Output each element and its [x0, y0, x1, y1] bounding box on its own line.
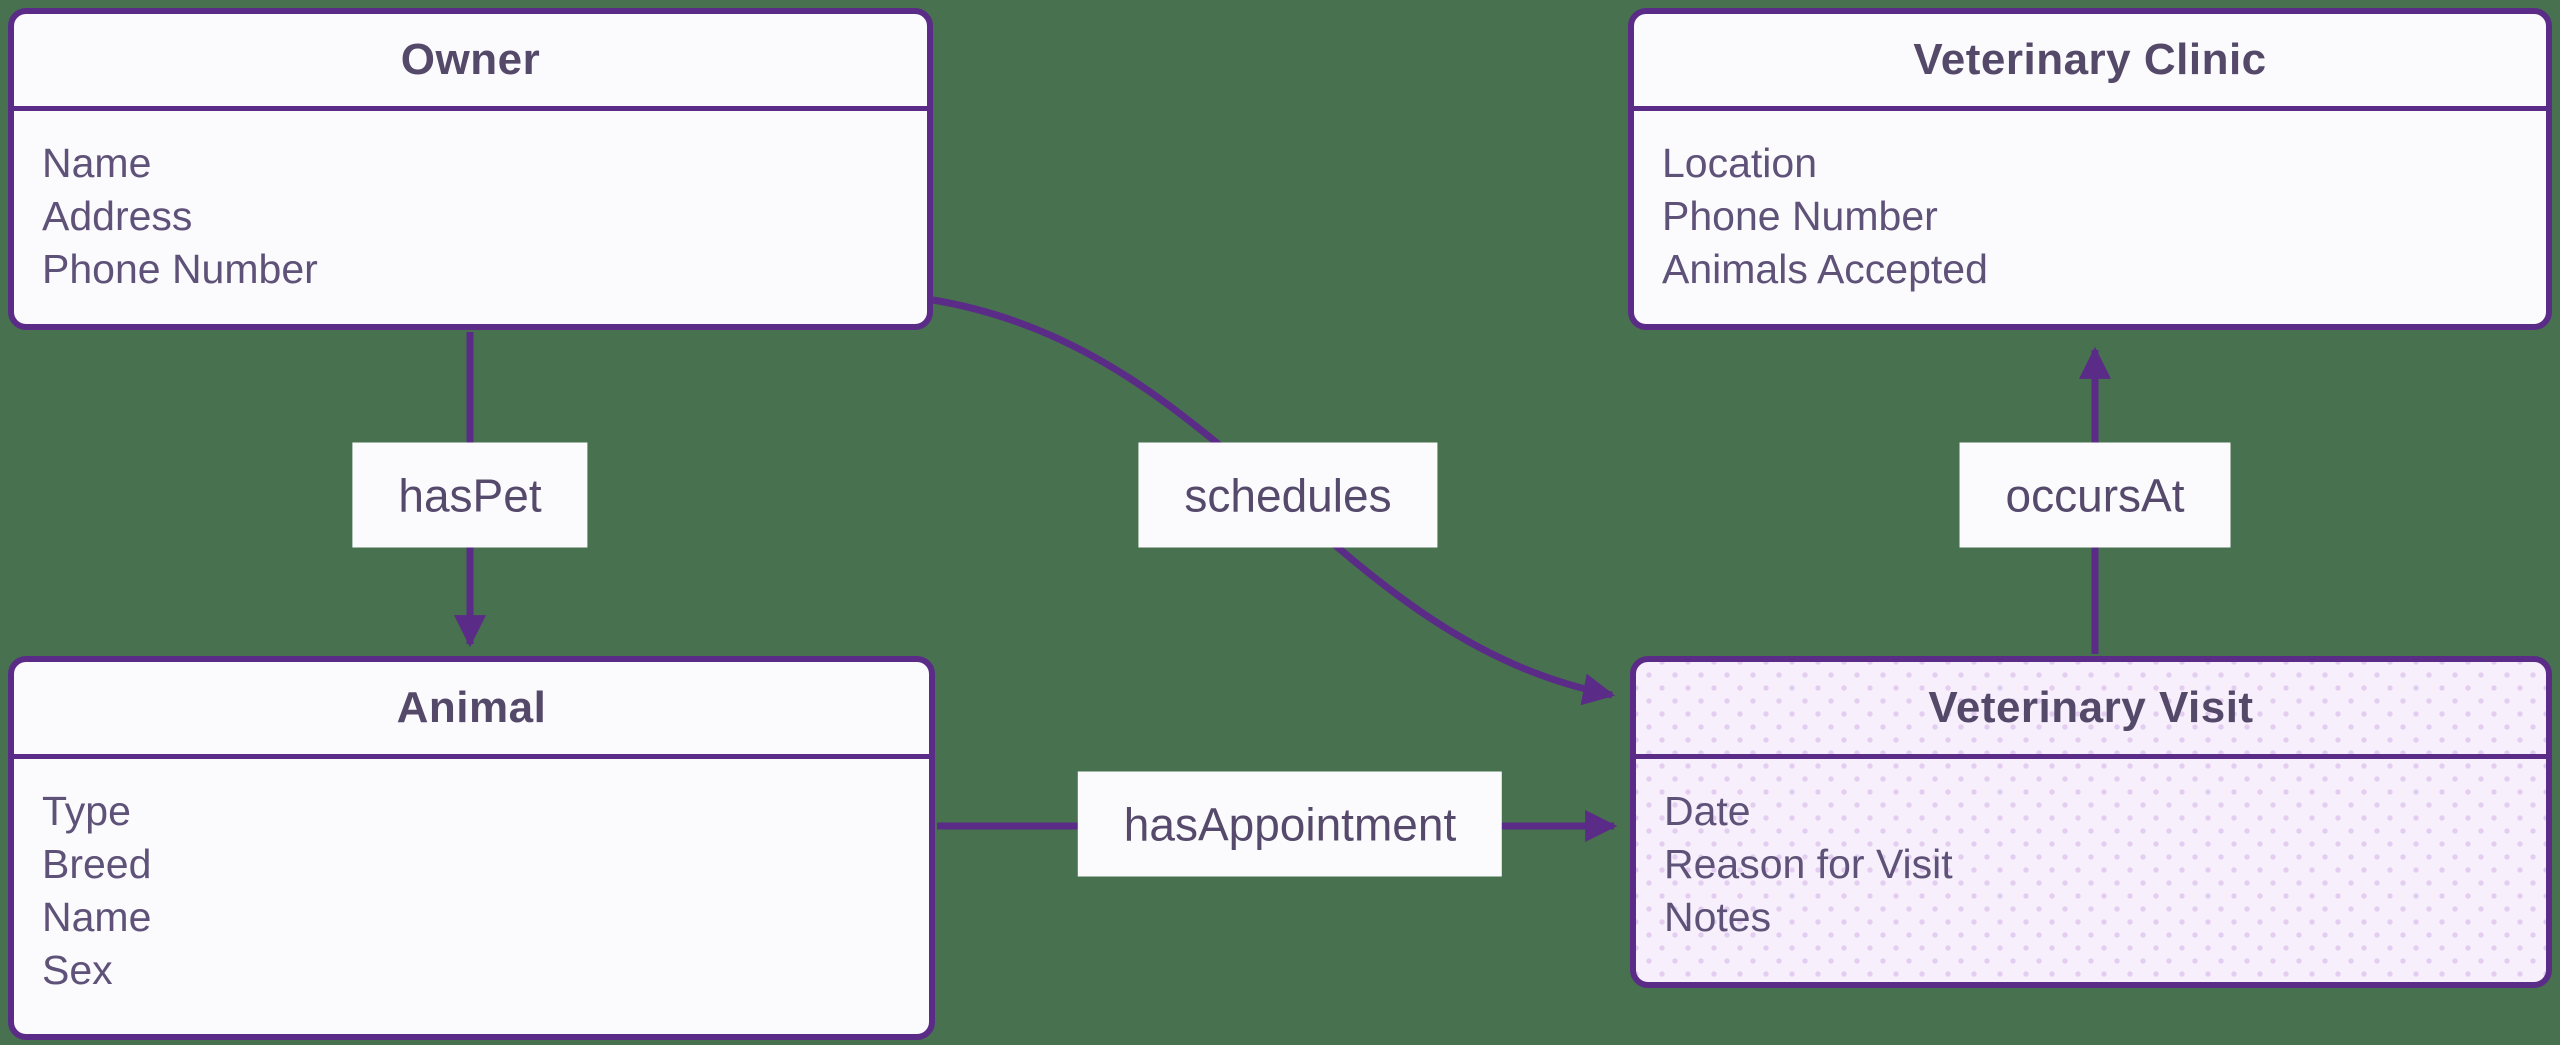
attribute: Sex [42, 947, 113, 993]
attribute: Location [1662, 140, 1818, 186]
entity-animal[interactable]: Animal Type Breed Name Sex [8, 656, 935, 1040]
attribute: Name [42, 140, 152, 186]
entity-owner[interactable]: Owner Name Address Phone Number [8, 8, 933, 330]
attribute: Phone Number [42, 246, 318, 292]
entity-veterinary-clinic-body: Location Phone Number Animals Accepted [1634, 111, 2546, 296]
entity-owner-header: Owner [14, 14, 927, 111]
attribute: Name [42, 894, 152, 940]
attribute: Phone Number [1662, 193, 1938, 239]
attribute: Notes [1664, 894, 1772, 940]
entity-veterinary-clinic[interactable]: Veterinary Clinic Location Phone Number … [1628, 8, 2552, 330]
attribute: Address [42, 193, 193, 239]
relationship-label-occursat[interactable]: occursAt [1959, 442, 2231, 548]
entity-owner-body: Name Address Phone Number [14, 111, 927, 296]
entity-veterinary-clinic-title: Veterinary Clinic [1913, 35, 2267, 84]
relationship-label-hasappointment[interactable]: hasAppointment [1077, 771, 1503, 877]
entity-animal-header: Animal [14, 662, 929, 759]
entity-veterinary-clinic-header: Veterinary Clinic [1634, 14, 2546, 111]
entity-veterinary-visit-header: Veterinary Visit [1636, 662, 2546, 759]
attribute: Type [42, 788, 131, 834]
entity-owner-title: Owner [400, 35, 541, 84]
relationship-label-haspet[interactable]: hasPet [352, 442, 588, 548]
relationship-label-schedules[interactable]: schedules [1138, 442, 1438, 548]
attribute: Animals Accepted [1662, 246, 1988, 292]
entity-veterinary-visit-body: Date Reason for Visit Notes [1636, 759, 2546, 944]
attribute: Date [1664, 788, 1751, 834]
entity-animal-body: Type Breed Name Sex [14, 759, 929, 997]
entity-veterinary-visit[interactable]: Veterinary Visit Date Reason for Visit N… [1630, 656, 2552, 988]
attribute: Breed [42, 841, 152, 887]
entity-animal-title: Animal [396, 683, 547, 732]
attribute: Reason for Visit [1664, 841, 1953, 887]
entity-veterinary-visit-title: Veterinary Visit [1928, 683, 2254, 732]
